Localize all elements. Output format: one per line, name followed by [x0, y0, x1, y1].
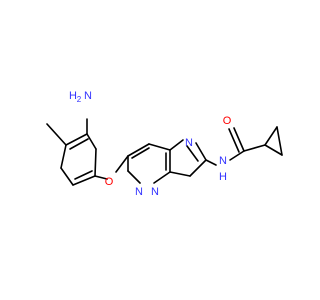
imidazole-bond-1 [169, 139, 184, 151]
cyclopropyl-bond-2 [276, 126, 283, 156]
bonds [46, 118, 283, 186]
aryl-bond-3 [94, 148, 97, 177]
pyridazine-bond-5 [127, 170, 141, 184]
molecule-canvas: H 2 N O N N N N H O [46, 89, 283, 198]
aryl-bond-4 [72, 175, 96, 186]
aryl-bond-2 [86, 133, 97, 150]
pyridazine-bond-2 [148, 143, 171, 151]
carbonyl-double [228, 128, 240, 153]
cyclopropyl-bond-1 [264, 144, 283, 156]
imidazole-bond-3 [189, 159, 207, 177]
amide-h-label: H [219, 171, 227, 183]
atom-labels: H 2 N O N N N N H O [69, 90, 232, 198]
cyclopropyl-link [243, 144, 266, 152]
ether-bond-left [94, 175, 108, 180]
amine-subscript-label: 2 [77, 95, 82, 104]
pyridazine-bond-1 [127, 143, 150, 157]
aryl-bond-5 [60, 167, 74, 186]
aryl-bond-6 [60, 144, 67, 169]
amide-bond-left [205, 159, 217, 166]
aryl-double-1 [69, 138, 89, 150]
imidazole-bond-2 [195, 142, 207, 161]
amide-n-label: N [219, 155, 227, 167]
amine-n-label: N [84, 90, 92, 102]
pyridazine-bond-4 [153, 171, 171, 184]
amine-h-label: H [69, 90, 77, 102]
aryl-bond-1 [65, 133, 88, 146]
amide-bond-right [229, 150, 245, 161]
ether-oxygen-label: O [105, 176, 114, 188]
molecule-structure: H 2 N O N N N N H O [46, 90, 283, 198]
cyclopropyl-bond-3 [264, 126, 278, 146]
aryl-double-2 [74, 170, 93, 180]
pyridazine-n-left-label: N [135, 186, 143, 198]
carbonyl-bond [233, 127, 245, 152]
pyridazine-double-1 [131, 147, 150, 159]
pyridazine-n-right-label: N [151, 186, 159, 198]
ether-bond-right [115, 155, 129, 173]
imidazole-n-top-label: N [185, 137, 193, 149]
imidazole-double-1 [186, 145, 199, 162]
imidazole-bond-4 [169, 171, 191, 177]
methyl-bond [46, 123, 67, 146]
carbonyl-oxygen-label: O [223, 115, 232, 127]
